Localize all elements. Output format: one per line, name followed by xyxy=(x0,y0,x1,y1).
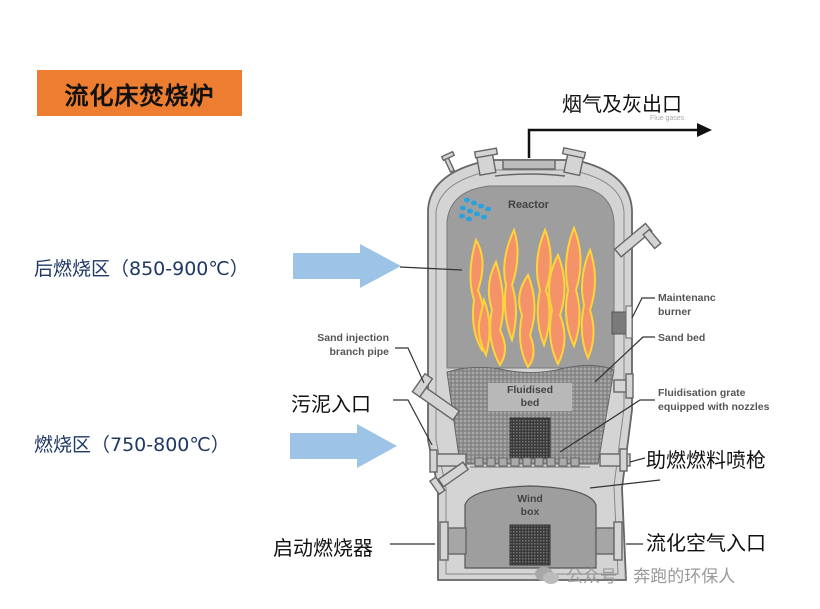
bed-mesh-block xyxy=(509,417,551,459)
startup-burner-port xyxy=(439,521,467,561)
wind-box-label-line1: Wind xyxy=(517,493,543,505)
fluidisation-grate-line2: equipped with nozzles xyxy=(658,401,770,413)
maintenance-burner-line2: burner xyxy=(658,306,692,318)
reactor-label: Reactor xyxy=(508,199,549,211)
sand-injection-pipe xyxy=(411,372,461,421)
maintenance-burner-label: Maintenanc burner xyxy=(658,291,716,319)
fluidised-bed-label-line2: bed xyxy=(520,397,540,409)
startup-burner-label: 启动燃烧器 xyxy=(273,536,373,560)
sludge-inlet-flange xyxy=(428,449,470,496)
sludge-inlet-label: 污泥入口 xyxy=(291,392,371,416)
fluidised-bed-label-line1: Fluidised xyxy=(506,384,554,396)
flue-outlet-label: 烟气及灰出口 xyxy=(562,92,682,116)
wind-box-label: Wind box xyxy=(505,493,555,519)
flue-outlet-arrow xyxy=(527,123,712,158)
fluidised-bed-label-box xyxy=(488,383,572,411)
diagram-title: 流化床焚烧炉 xyxy=(64,81,215,110)
title-box: 流化床焚烧炉 xyxy=(37,70,242,116)
sand-injection-line1: Sand injection xyxy=(317,332,389,344)
side-nozzle xyxy=(613,222,662,258)
grate-nozzles xyxy=(470,457,590,468)
wind-box-label-line2: box xyxy=(520,506,540,518)
sand-injection-label: Sand injection branch pipe xyxy=(309,331,389,359)
fluidisation-grate-label: Fluidisation grate equipped with nozzles xyxy=(658,386,769,414)
wechat-icon xyxy=(534,565,560,585)
combustion-zone-label: 燃烧区（750-800℃） xyxy=(34,434,230,456)
leader-lines xyxy=(390,266,661,545)
combustion-arrow xyxy=(290,424,397,468)
fluidisation-grate-line1: Fluidisation grate xyxy=(658,387,746,399)
post-combustion-arrow xyxy=(293,244,401,288)
watermark: 公众号 · 奔跑的环保人 xyxy=(534,562,735,587)
maintenance-burner xyxy=(611,305,633,339)
faint-flue-gases-text: Flue gases xyxy=(650,115,685,122)
air-inlet-port xyxy=(595,521,623,561)
watermark-text: 公众号 · 奔跑的环保人 xyxy=(566,567,736,587)
fluidizing-air-inlet-label: 流化空气入口 xyxy=(646,531,766,555)
fuel-lance-flange xyxy=(599,373,634,472)
maintenance-burner-line1: Maintenanc xyxy=(658,292,716,304)
post-combustion-zone-label: 后燃烧区（850-900℃） xyxy=(34,258,249,280)
flames xyxy=(469,225,596,369)
top-nozzles xyxy=(440,146,587,177)
sand-bed-label: Sand bed xyxy=(658,332,706,344)
windbox-mesh-block xyxy=(509,524,551,566)
fluidised-bed-label: Fluidised bed xyxy=(488,384,572,410)
auxiliary-fuel-lance-label: 助燃燃料喷枪 xyxy=(646,448,766,472)
sand-injection-line2: branch pipe xyxy=(329,346,389,358)
water-droplets-icon xyxy=(459,197,491,222)
